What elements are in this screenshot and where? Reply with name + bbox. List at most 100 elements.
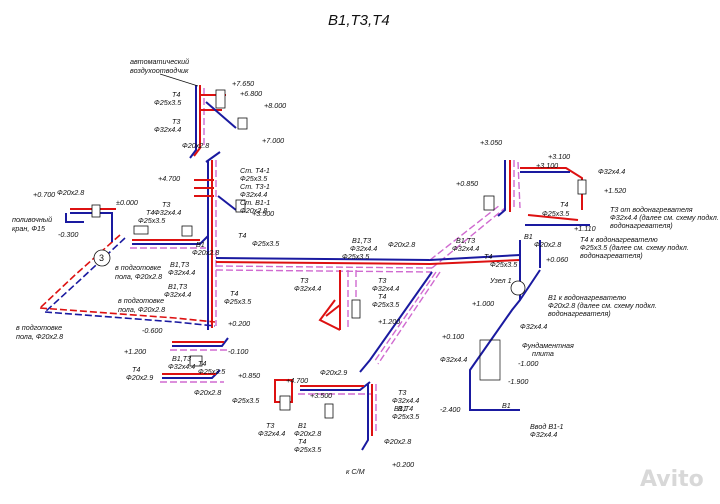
pipe-diameter: Ф32х4.4 xyxy=(372,284,399,293)
floor-pipe-label-1: в подготовке xyxy=(118,296,164,305)
heater-label-3: водонагревателя) xyxy=(610,221,673,230)
pipe-diameter: Ф32х4.4 xyxy=(520,322,547,331)
pipe-diameter: Ф25х3.5 xyxy=(252,239,280,248)
pipe-diameter: Ф25х3.5 xyxy=(240,174,268,183)
riser-label: Ст. Т3-1 xyxy=(240,182,270,191)
pipe-diameter: Ф32х4.4 xyxy=(598,167,625,176)
pipe-diameter: Ф25х3.5 xyxy=(154,98,182,107)
pipe-label: Т3 xyxy=(266,421,274,430)
pipe-diameter: Ф32х4.4 xyxy=(258,429,285,438)
level-mark: +0.850 xyxy=(456,179,478,188)
pipe-label: В1 xyxy=(398,404,407,413)
pipe-label: Т3 xyxy=(378,276,386,285)
node-label: Узел 1 xyxy=(489,276,512,285)
pipe-label: В1,Т3 xyxy=(172,354,191,363)
level-mark: -1.000 xyxy=(518,359,538,368)
scheme-title: В1,Т3,Т4 xyxy=(328,12,390,29)
pipe-label: В1,Т3 xyxy=(456,236,475,245)
pipe-diameter: Ф25х3.5 xyxy=(138,216,166,225)
level-mark: +4.700 xyxy=(286,376,308,385)
level-mark: +3.500 xyxy=(252,209,274,218)
level-mark: +3.100 xyxy=(536,161,558,170)
level-mark: +0.700 xyxy=(33,190,55,199)
pipe-label: Т3 xyxy=(398,388,406,397)
pipe-diameter: Ф32х4.4 xyxy=(440,355,467,364)
pipe-label: Т3 xyxy=(172,117,180,126)
pipe-diameter: Ф20х2.8 xyxy=(534,240,561,249)
pipe-label: Т4 xyxy=(198,359,206,368)
pipe-diameter: Ф32х4.4 xyxy=(350,244,377,253)
level-mark: +0.850 xyxy=(238,371,260,380)
level-mark: +0.200 xyxy=(392,460,414,469)
heater-label-1: В1 к водонагревателю xyxy=(548,293,627,302)
heater-label-2: Ф25х3.5 (далее см. схему подкл. xyxy=(580,243,689,252)
level-mark: ±0.000 xyxy=(116,198,138,207)
level-mark: +6.800 xyxy=(240,89,262,98)
foundation-label-2: плита xyxy=(532,349,554,358)
fixture-icon xyxy=(181,225,193,237)
level-mark: +3.050 xyxy=(480,138,502,147)
water-heater-icon xyxy=(577,179,587,195)
pipe-label: Т3 xyxy=(162,200,170,209)
level-mark: -2.400 xyxy=(440,405,460,414)
pipe-diameter: Ф32х4.4 xyxy=(164,290,191,299)
fixture-icon xyxy=(189,355,203,367)
pipe-diameter: Ф32х4.4 xyxy=(240,190,267,199)
level-mark: +1.000 xyxy=(472,299,494,308)
level-mark: +3.100 xyxy=(548,152,570,161)
level-mark: +0.200 xyxy=(228,319,250,328)
pipe-diameter: Ф25х3.5 xyxy=(198,367,226,376)
pipe-diameter: Ф20х2.9 xyxy=(126,373,153,382)
pipe-label: Т4 xyxy=(172,90,180,99)
pipe-label: В1 xyxy=(502,401,511,410)
node-marker xyxy=(93,249,111,267)
level-mark: +1.110 xyxy=(574,224,596,233)
fixture-icon xyxy=(237,117,248,130)
vent-label-2: воздухоотводчик xyxy=(130,66,189,75)
pipe-diameter: Ф20х2.8 xyxy=(294,429,321,438)
pipe-label: В1,Т4 xyxy=(394,404,413,413)
pipe-diameter: Ф32х4.4 xyxy=(392,396,419,405)
watermark: Avito xyxy=(640,467,704,492)
pipe-diameter: Ф20х2.8 xyxy=(194,388,221,397)
pipe-label: В1,Т3 xyxy=(168,282,187,291)
floor-pipe-label-2: пола, Ф20х2.8 xyxy=(118,305,165,314)
pipe-diameter: Ф25х3.5 xyxy=(392,412,420,421)
pipe-diameter: Ф32х4.4 xyxy=(168,268,195,277)
level-mark: +1.200 xyxy=(378,317,400,326)
pipe-diameter: Ф20х2.9 xyxy=(320,368,347,377)
leader-line xyxy=(159,73,199,87)
pipe-diameter: Ф20х2.8 xyxy=(192,248,219,257)
floor-pipe-label-1: в подготовке xyxy=(115,263,161,272)
pipe-diameter: Ф32х4.4 xyxy=(452,244,479,253)
fixture-icon xyxy=(279,395,291,411)
label-layer: автоматический воздухоотводчик +7.650 +6… xyxy=(12,57,719,476)
riser-label: Ст. В1-1 xyxy=(240,198,270,207)
pipe-diameter: Ф32х4.4 xyxy=(154,208,181,217)
pipe-label: В1 xyxy=(524,232,533,241)
heater-label-1: Т4 к водонагревателю xyxy=(580,235,658,244)
pipe-label: Т4 xyxy=(238,231,246,240)
pipe-label: В1,Т3 xyxy=(352,236,371,245)
pipe-diameter: Ф32х4.4 xyxy=(294,284,321,293)
fixture-icon xyxy=(133,225,149,235)
floor-pipe-label-2: пола, Ф20х2.8 xyxy=(115,272,162,281)
tap-icon xyxy=(91,204,101,218)
floor-pipe-label-1: в подготовке xyxy=(16,323,62,332)
pipe-label: В1,Т3 xyxy=(170,260,189,269)
level-mark: -0.100 xyxy=(228,347,248,356)
inlet-label-1: Ввод В1-1 xyxy=(530,422,564,431)
level-mark: +7.650 xyxy=(232,79,254,88)
foundation-label-1: Фундаментная xyxy=(522,341,574,350)
heater-label-2: Ф32х4.4 (далее см. схему подкл. xyxy=(610,213,719,222)
fixture-icon xyxy=(235,199,246,213)
level-mark: +1.520 xyxy=(604,186,626,195)
pipe-diameter: Ф25х3.5 xyxy=(342,252,370,261)
heater-label-3: водонагревателя) xyxy=(548,309,611,318)
fixture-icon xyxy=(351,299,361,319)
inlet-label-2: Ф32х4.4 xyxy=(530,430,557,439)
riser-label: Ст. Т4-1 xyxy=(240,166,270,175)
pipe-diameter: Ф25х3.5 xyxy=(294,445,322,454)
pipe-label: Т4 xyxy=(378,292,386,301)
